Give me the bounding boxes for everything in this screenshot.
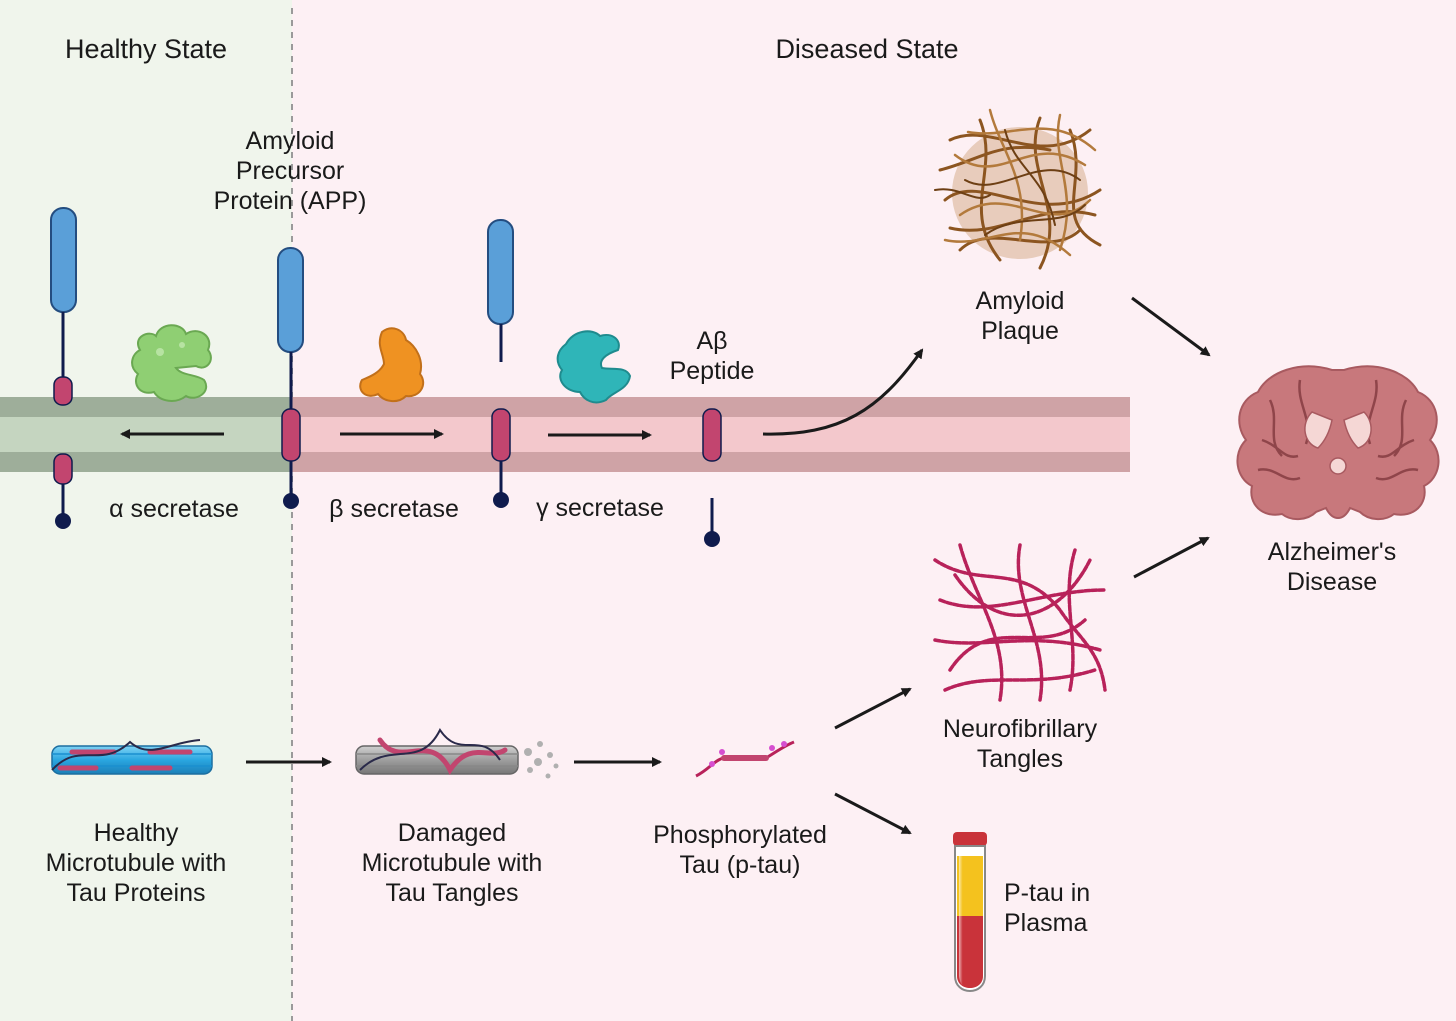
neurofibrillary-tangles-icon [933, 543, 1107, 702]
healthy-state-title: Healthy State [64, 34, 228, 64]
amyloid-plaque-icon [934, 108, 1102, 270]
amyloid-plaque-label: Amyloid Plaque [975, 287, 1065, 345]
microtubule-icon [51, 739, 213, 775]
ab-peptide-label: Aβ Peptide [669, 327, 755, 385]
neurofibrillary-tangles-label: Neurofibrillary Tangles [942, 715, 1098, 773]
ptau-in-plasma-label: P-tau in Plasma [1004, 879, 1091, 937]
app-protein-icon [277, 247, 304, 509]
diseased-state-title: Diseased State [775, 34, 959, 64]
app-protein-icon [487, 219, 514, 508]
app-protein-icon [50, 207, 77, 529]
brain-coronal-section-icon [1236, 365, 1440, 520]
app-label: Amyloid Precursor Protein (APP) [213, 127, 367, 215]
beta-secretase-label: β secretase [329, 495, 459, 523]
phosphorylated-tau-label: Phosphorylated Tau (p-tau) [653, 821, 827, 879]
alpha-secretase-enzyme-icon [131, 324, 212, 402]
phosphorylated-tau-icon [695, 740, 795, 778]
healthy-state-panel [0, 0, 292, 1021]
arrow-icon [120, 296, 1211, 835]
alpha-secretase-label: α secretase [109, 495, 239, 523]
gamma-secretase-enzyme-icon [556, 330, 632, 404]
healthy-microtubule-label: Healthy Microtubule with Tau Proteins [45, 819, 227, 907]
microtubule-icon [355, 728, 559, 779]
beta-secretase-enzyme-icon [359, 327, 425, 402]
damaged-microtubule-label: Damaged Microtubule with Tau Tangles [361, 819, 543, 907]
gamma-secretase-label: γ secretase [536, 494, 664, 522]
blood-tube-icon [953, 832, 987, 992]
alzheimers-disease-label: Alzheimer's Disease [1267, 538, 1397, 596]
ab-peptide-icon [702, 408, 722, 547]
